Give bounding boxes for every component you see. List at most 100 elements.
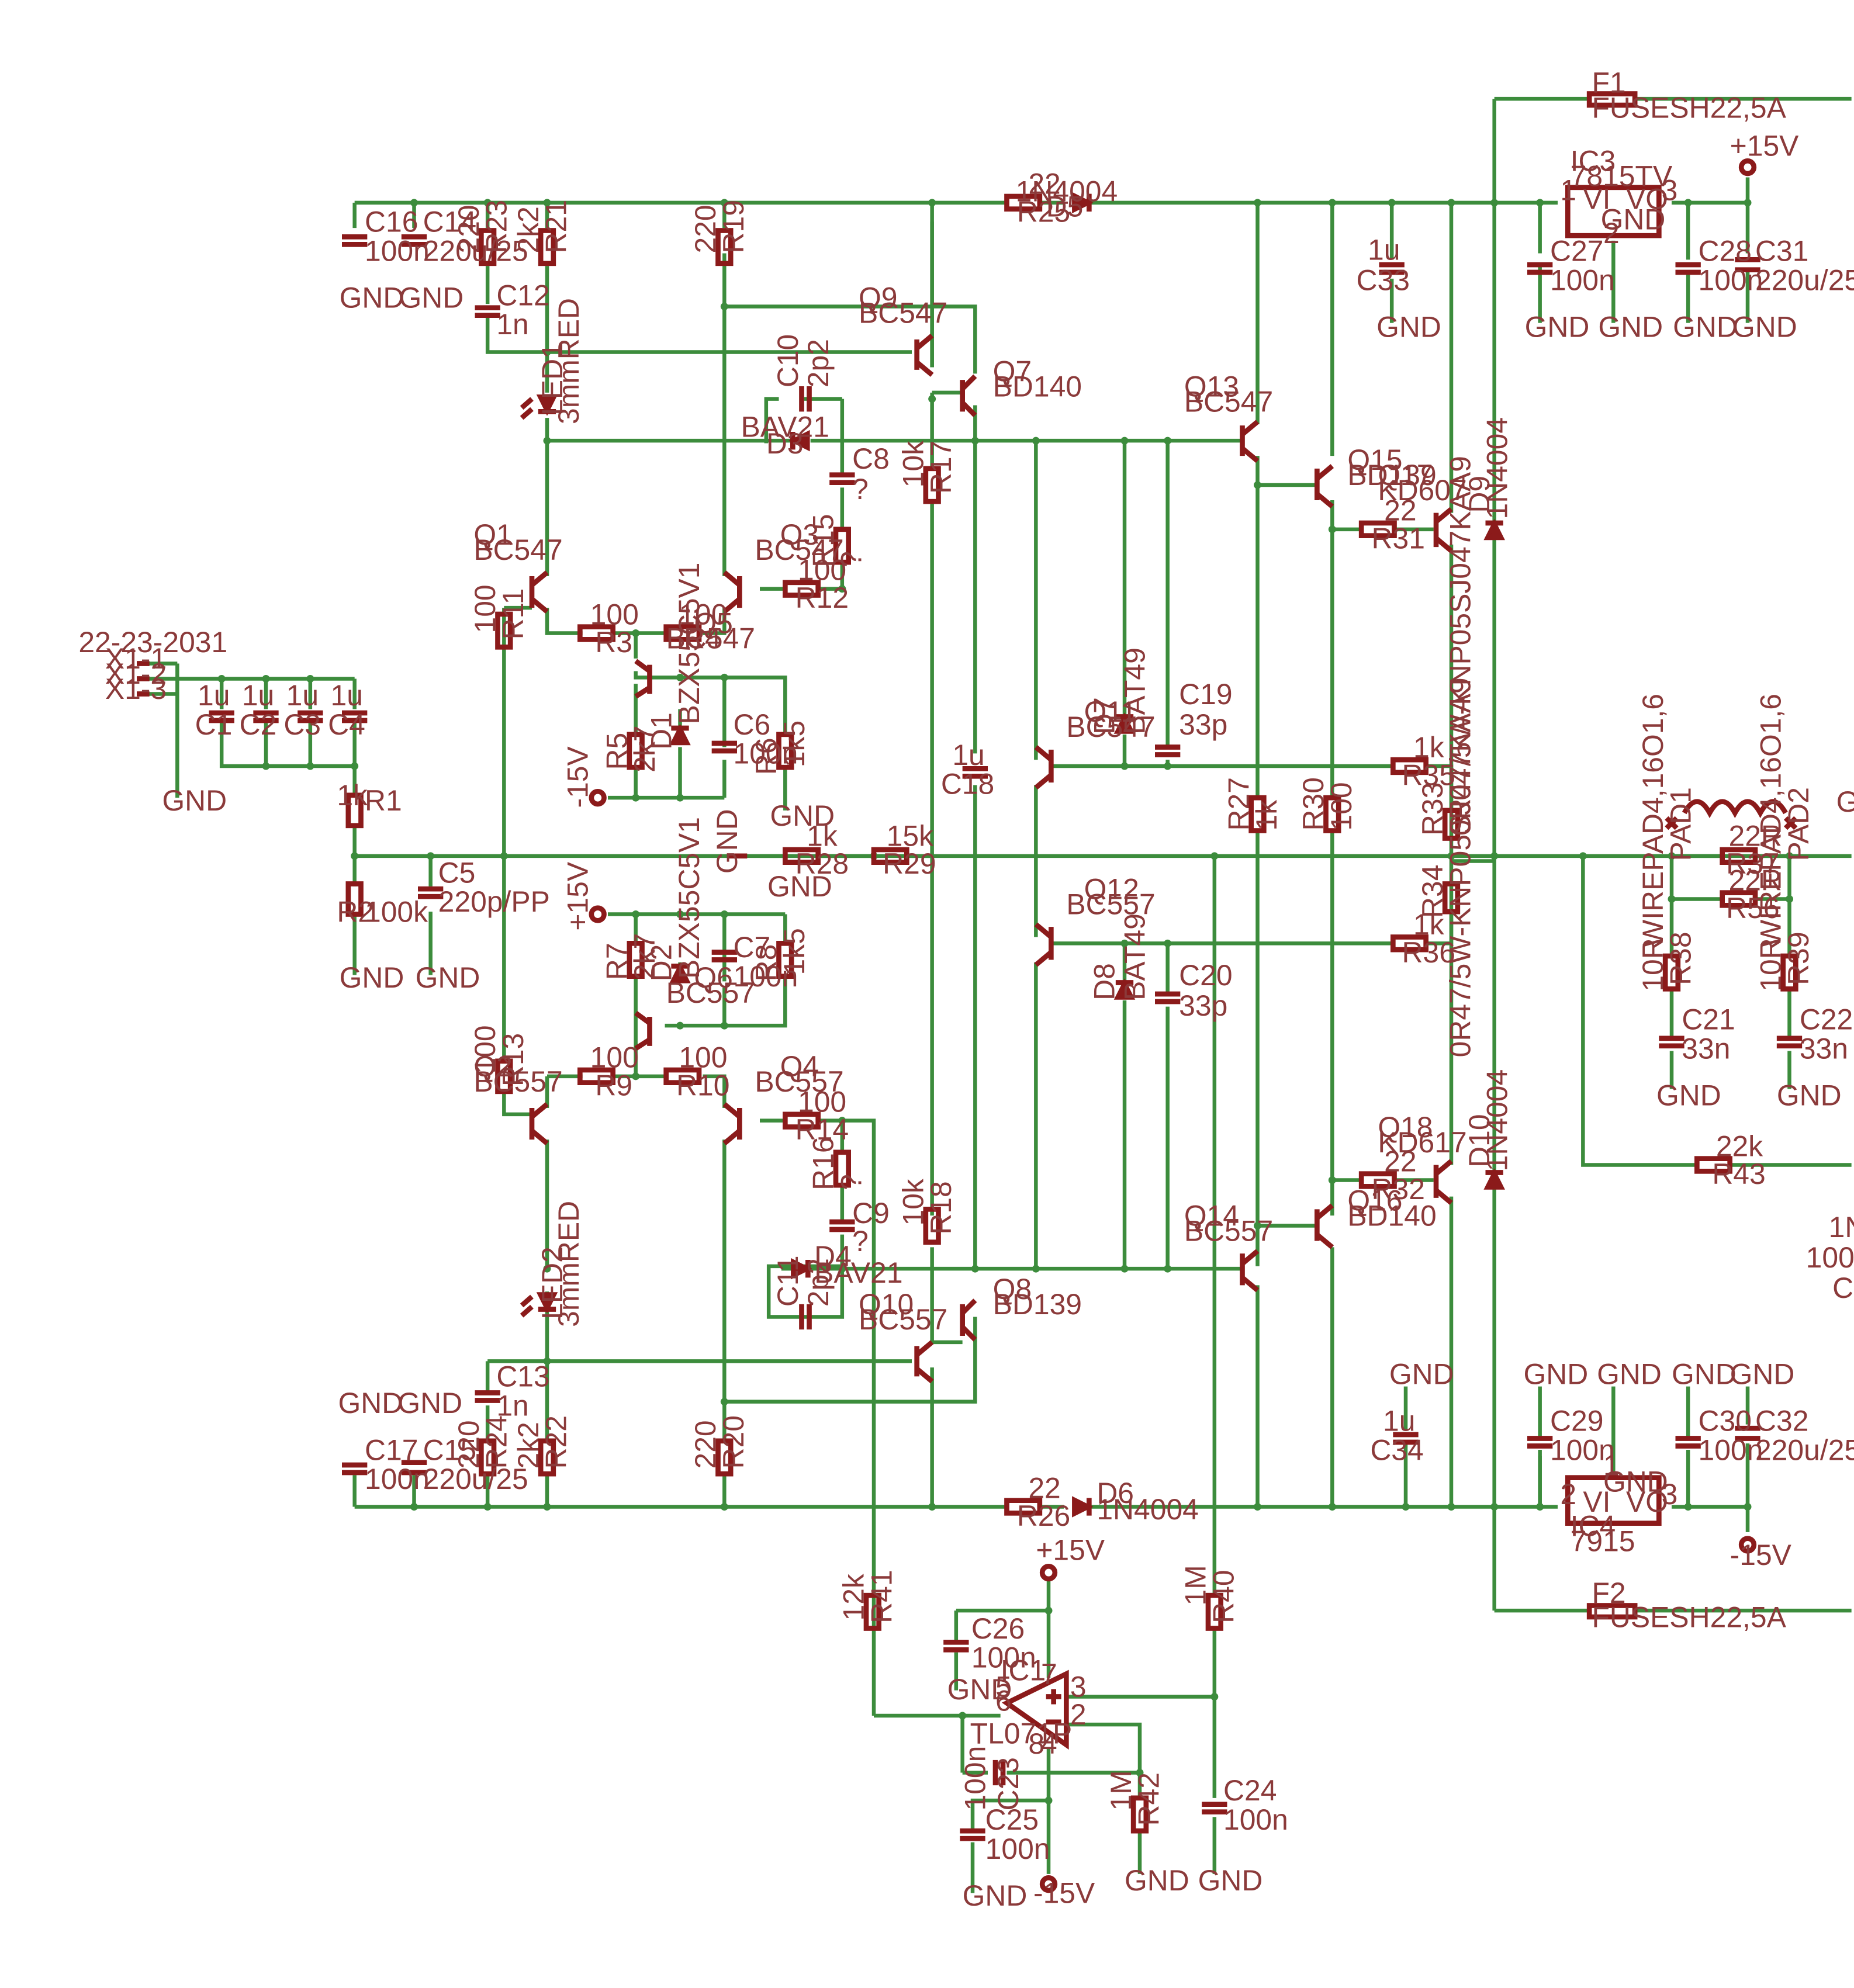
c10-name: C10 [772,334,804,387]
r19-name: R19 [717,200,750,253]
c12-value: 1n [496,308,528,341]
gnd-c33: GND [1376,311,1441,344]
f1-name: F1 [1592,66,1625,99]
c22-value: 33n [1800,1032,1848,1065]
d4-type: BAV21 [814,1256,902,1289]
c34-value: 1u [1383,1405,1415,1438]
gnd-c30: GND [1672,1357,1737,1390]
edge-label-1n4: 1N4 [1829,1211,1854,1244]
r29-value: 15k [887,820,933,853]
c22-name: C22 [1800,1003,1853,1036]
ic1-pin4: 4 [1041,1727,1057,1760]
pos-rail-label: +15V [1730,130,1800,162]
c33-name: C33 [1356,264,1409,296]
r10-name: R10 [676,1069,729,1102]
r30-name: R30 [1297,777,1330,830]
q11-name: Q11 [1084,695,1137,728]
r12-name: R12 [795,581,849,614]
r43-name: R43 [1712,1158,1765,1190]
r35-name: R35 [1402,759,1455,792]
ic4-pin3: 3 [1662,1478,1678,1511]
c19-value: 33p [1179,708,1227,741]
r31-value: 22 [1384,494,1416,527]
r32-name: R32 [1371,1173,1424,1206]
ic1-pin3: 3 [1070,1670,1087,1703]
q12-type: BC557 [1066,888,1155,921]
c3-value: 1u [286,679,319,712]
r16-value: ? [835,1174,867,1190]
gnd-c29: GND [1523,1357,1588,1390]
c19-name: C19 [1179,678,1232,711]
q1-name: Q1 [473,518,512,551]
gnd-c25: GND [963,1879,1028,1912]
d3-type: BAV21 [741,411,829,444]
gnd-c16: GND [340,282,404,314]
d5-type: 1N4004 [1016,175,1118,208]
c9-value: ? [852,1225,869,1258]
r16-name: R16 [807,1137,840,1190]
r8-value: 1k5 [778,928,811,975]
q3-type: BC547 [755,534,843,566]
q14-name: Q14 [1184,1200,1239,1232]
r5-name: R5 [601,733,634,770]
r11-name: R11 [497,588,530,640]
r42-name: R42 [1133,1772,1165,1826]
r7-name: R7 [601,943,634,980]
d8-name: D8 [1088,963,1121,1000]
r31-name: R31 [1371,522,1424,555]
c23-value: 100n [959,1746,992,1811]
r39-value: 10R [1754,938,1787,991]
q6-name: Q6 [694,961,732,994]
ic4-gnd: GND [1603,1466,1668,1498]
gnd-r8: GND [767,870,832,903]
r39-name: R39 [1782,931,1815,985]
r34-name: R34 [1416,865,1449,918]
ic1-name: IC1 [1001,1654,1046,1686]
c17-value: 100n [365,1463,430,1495]
gnd-c26: GND [947,1673,1012,1706]
ic1-type: TL071P [970,1717,1073,1750]
gnd-c28: GND [1673,311,1738,344]
ic3-pin3: 3 [1662,174,1678,206]
c6-name: C6 [733,708,770,741]
q10-type: BC557 [859,1303,947,1336]
c14-value: 220u/25 [423,234,528,267]
r22-name: R22 [540,1415,573,1469]
d1-name: D1 [645,712,677,750]
c18-value: 1u [952,739,984,771]
gnd-r28: GND [711,809,743,874]
r1-name: R1 [365,784,402,817]
q2-name: Q2 [473,1050,512,1083]
c31-name: C31 [1755,234,1808,267]
c32-value: 220u/25 [1755,1433,1854,1466]
labels: 22-23-2031 X1-1 X1-2 X1-3 GND 1u C1 1u C… [78,66,1854,1912]
c34-name: C34 [1370,1433,1423,1466]
r37-value: 22R [1728,820,1782,853]
q8-name: Q8 [993,1273,1032,1305]
c26-value: 100n [971,1641,1036,1674]
c13-value: 1n [496,1390,528,1422]
c20-name: C20 [1179,959,1232,992]
r33-name: R33 [1416,782,1449,836]
servo-pos-rail: +15V [1036,1533,1105,1566]
d8-type: BAT49 [1119,913,1151,1000]
ic1-pin7: 7 [1041,1658,1057,1691]
c24-value: 100n [1223,1803,1288,1836]
r2-name: R2 [337,896,374,929]
ic3-type: 7815TV [1571,160,1673,193]
q7-name: Q7 [993,355,1032,387]
gnd-c15: GND [397,1387,462,1419]
q17-name: Q17 [1378,459,1433,491]
c16-name: C16 [365,206,418,238]
r24-value: 220 [452,1420,485,1469]
r56-value: 22R [1728,864,1782,896]
c13-name: C13 [496,1360,549,1393]
d1-type: BZX55C5V1 [673,563,705,725]
pad1-name: PAD1 [1665,787,1697,861]
f2-name: F2 [1592,1577,1625,1609]
c32-name: C32 [1755,1405,1808,1438]
r14-value: 100 [798,1085,846,1118]
c8-name: C8 [852,442,890,475]
c31-value: 220u/25 [1755,264,1854,296]
connector-pin-1: X1-1 [105,642,167,675]
